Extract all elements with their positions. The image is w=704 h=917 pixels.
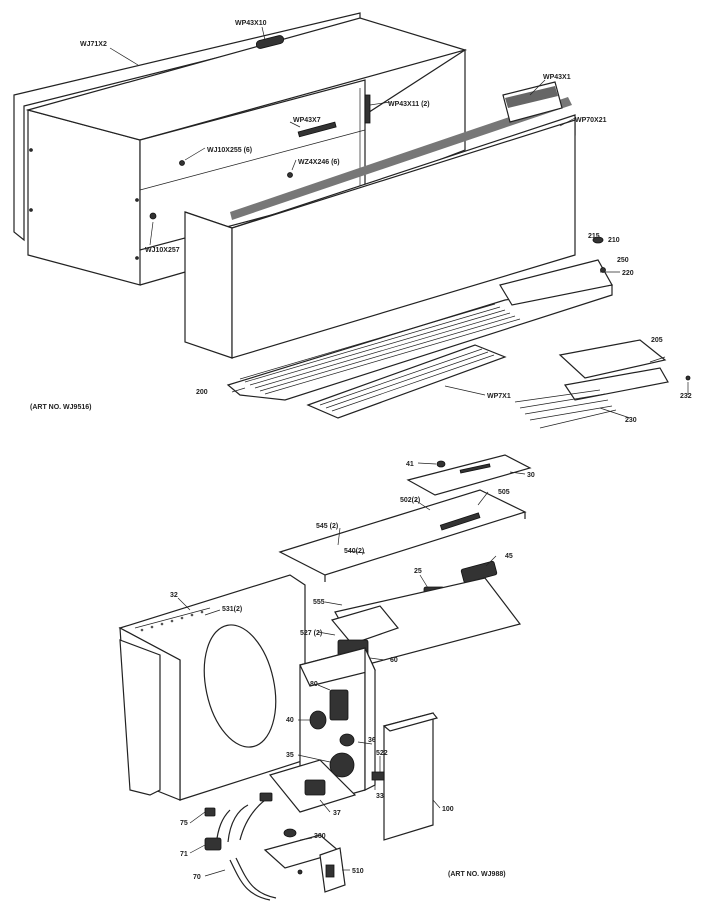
label-527: 527 (2) [300,630,322,637]
label-540: 540(2) [344,548,364,555]
foam-strip [230,97,572,220]
screw-icon [179,160,185,166]
label-35: 35 [286,752,294,759]
label-100: 100 [442,806,454,813]
art-number-bottom: (ART NO. WJ988) [448,871,506,878]
label-36: 36 [368,737,376,744]
control-cover [558,339,667,379]
label-545: 545 (2) [316,523,338,530]
label-205: 205 [651,337,663,344]
cabinet-front-face [27,109,141,286]
label-220: 220 [622,270,634,277]
grille-louvers [239,303,521,395]
label-wp43x1: WP43X1 [543,74,571,81]
label-32: 32 [170,592,178,599]
label-60: 60 [390,657,398,664]
label-502: 502(2) [400,497,420,504]
side-gasket-foam [505,86,558,108]
label-30: 30 [527,472,535,479]
label-215: 215 [588,233,600,240]
screw-icon [149,212,157,220]
filter-mesh [319,348,495,412]
control-panel [563,367,669,401]
label-80: 80 [310,681,318,688]
selector-switch [329,752,355,778]
switch-knob [309,710,327,730]
label-71: 71 [180,851,188,858]
label-522: 522 [376,750,388,757]
wire-bundle [514,389,617,429]
label-41: 41 [406,461,414,468]
control-plate [406,454,532,496]
label-wj10x255: WJ10X255 (6) [207,147,252,154]
grille-cover [499,259,613,306]
label-300: 300 [314,833,326,840]
screw-icon [287,172,293,178]
bottom-assembly: 41 30 502(2) 505 545 (2) 540(2) 45 25 55… [118,454,535,901]
label-510: 510 [352,868,364,875]
label-250: 250 [617,257,629,264]
front-baffle [119,639,161,796]
label-505: 505 [498,489,510,496]
thermostat [329,689,349,721]
top-leader-lines [109,26,689,419]
rear-flange-panel [13,12,361,242]
label-wj71x2: WJ71X2 [80,41,107,48]
label-37: 37 [333,810,341,817]
control-cover-panel [383,712,434,841]
label-45: 45 [505,553,513,560]
label-33: 33 [376,793,384,800]
vent-slots [134,607,211,632]
label-531: 531(2) [222,606,242,613]
power-cord [204,792,277,901]
front-panel-main [231,119,576,359]
label-25: 25 [414,568,422,575]
label-wj10x257: WJ10X257 [145,247,180,254]
art-number-top: (ART NO. WJ9516) [30,404,91,411]
label-wp7x1: WP7X1 [487,393,511,400]
label-wp43x11: WP43X11 (2) [388,101,430,108]
label-wz4x246: WZ4X246 (6) [298,159,340,166]
control-cover-edge [382,712,439,732]
label-210: 210 [608,237,620,244]
front-panel-face [184,211,233,359]
label-wp70x21: WP70X21 [575,117,607,124]
label-230: 230 [625,417,637,424]
label-200: 200 [196,389,208,396]
grille-frame [226,284,613,401]
label-wp43x10: WP43X10 [235,20,267,27]
control-box-side [364,647,376,791]
label-75: 75 [180,820,188,827]
fan-opening [203,624,277,748]
label-555: 555 [313,599,325,606]
label-wp43x7: WP43X7 [293,117,321,124]
top-handle [255,35,285,49]
capacitor-plate [330,605,400,645]
label-40: 40 [286,717,294,724]
label-70: 70 [193,874,201,881]
bottom-leader-lines [177,462,526,877]
top-assembly: WJ71X2 WP43X10 WP43X1 WP70X21 WP43X11 (2… [13,12,692,429]
label-232: 232 [680,393,692,400]
